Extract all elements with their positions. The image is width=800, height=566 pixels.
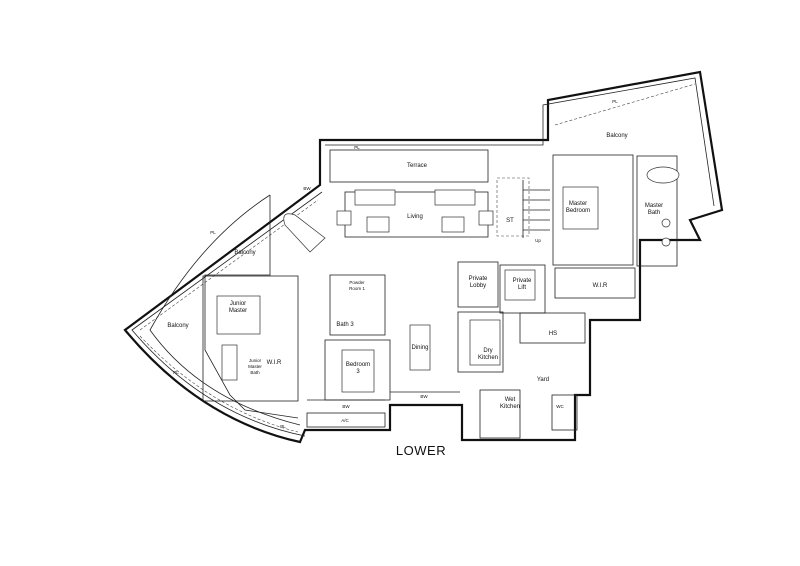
private-lobby <box>457 261 499 308</box>
label-yard: Yard <box>537 377 549 383</box>
label-pl: PL <box>280 424 286 429</box>
bathtub <box>646 166 680 184</box>
stair <box>496 177 530 237</box>
terrace-area <box>329 149 489 183</box>
hs-room <box>519 312 586 344</box>
junior-bathtub <box>221 344 238 381</box>
label-living: Living <box>407 214 423 220</box>
outer-wall <box>123 70 724 444</box>
master-bed <box>562 186 599 230</box>
armchair <box>478 210 494 226</box>
floor-title: LOWER <box>396 443 446 458</box>
wc <box>551 394 578 431</box>
label-wir-master: W.I.R <box>593 283 608 289</box>
balcony-pl-line <box>139 83 696 433</box>
label-wir-junior: W.I.R <box>267 360 282 366</box>
label-bw: BW <box>342 404 350 409</box>
outer-wall-inner <box>131 77 715 437</box>
label-pl: PL <box>612 99 618 104</box>
master-bedroom <box>552 154 634 266</box>
dry-kitchen <box>457 311 504 373</box>
basin <box>661 218 671 228</box>
label-up: Up <box>535 238 541 243</box>
lift-car <box>504 269 536 301</box>
wet-kitchen <box>479 389 521 439</box>
piano <box>283 213 326 253</box>
coffee-table <box>441 216 465 233</box>
bedroom3-bed <box>341 349 375 393</box>
label-wc: WC <box>556 404 564 409</box>
label-balcony-southwest: Balcony <box>167 323 188 329</box>
armchair <box>336 210 352 226</box>
balcony-boundary <box>204 195 299 419</box>
powder-bath <box>329 274 386 336</box>
basin <box>661 237 671 247</box>
master-bath <box>636 155 678 267</box>
kitchen-island <box>469 319 501 366</box>
label-bath3: Bath 3 <box>336 322 354 328</box>
sofa <box>434 189 476 206</box>
label-bw: BW <box>303 186 311 191</box>
coffee-table <box>366 216 390 233</box>
junior-master-bed <box>216 295 261 335</box>
label-balcony-west: Balcony <box>234 250 255 256</box>
label-terrace: Terrace <box>407 163 428 169</box>
ac-ledge <box>306 412 386 428</box>
junior-master <box>202 275 299 402</box>
label-dining: Dining <box>411 345 428 351</box>
label-pl: PL <box>354 145 360 150</box>
stair-treads <box>522 180 550 238</box>
sofa <box>354 189 396 206</box>
label-bw: BW <box>420 394 428 399</box>
wir-master <box>554 267 636 299</box>
label-ac: A/C <box>341 418 349 423</box>
label-st: ST <box>506 218 514 224</box>
balcony-boundary-outer <box>149 194 301 426</box>
label-pl: PL <box>173 370 179 375</box>
label-hs: HS <box>549 331 557 337</box>
label-balcony-master: Balcony <box>606 133 627 139</box>
label-pl: PL <box>210 230 216 235</box>
dining-table <box>409 324 431 371</box>
